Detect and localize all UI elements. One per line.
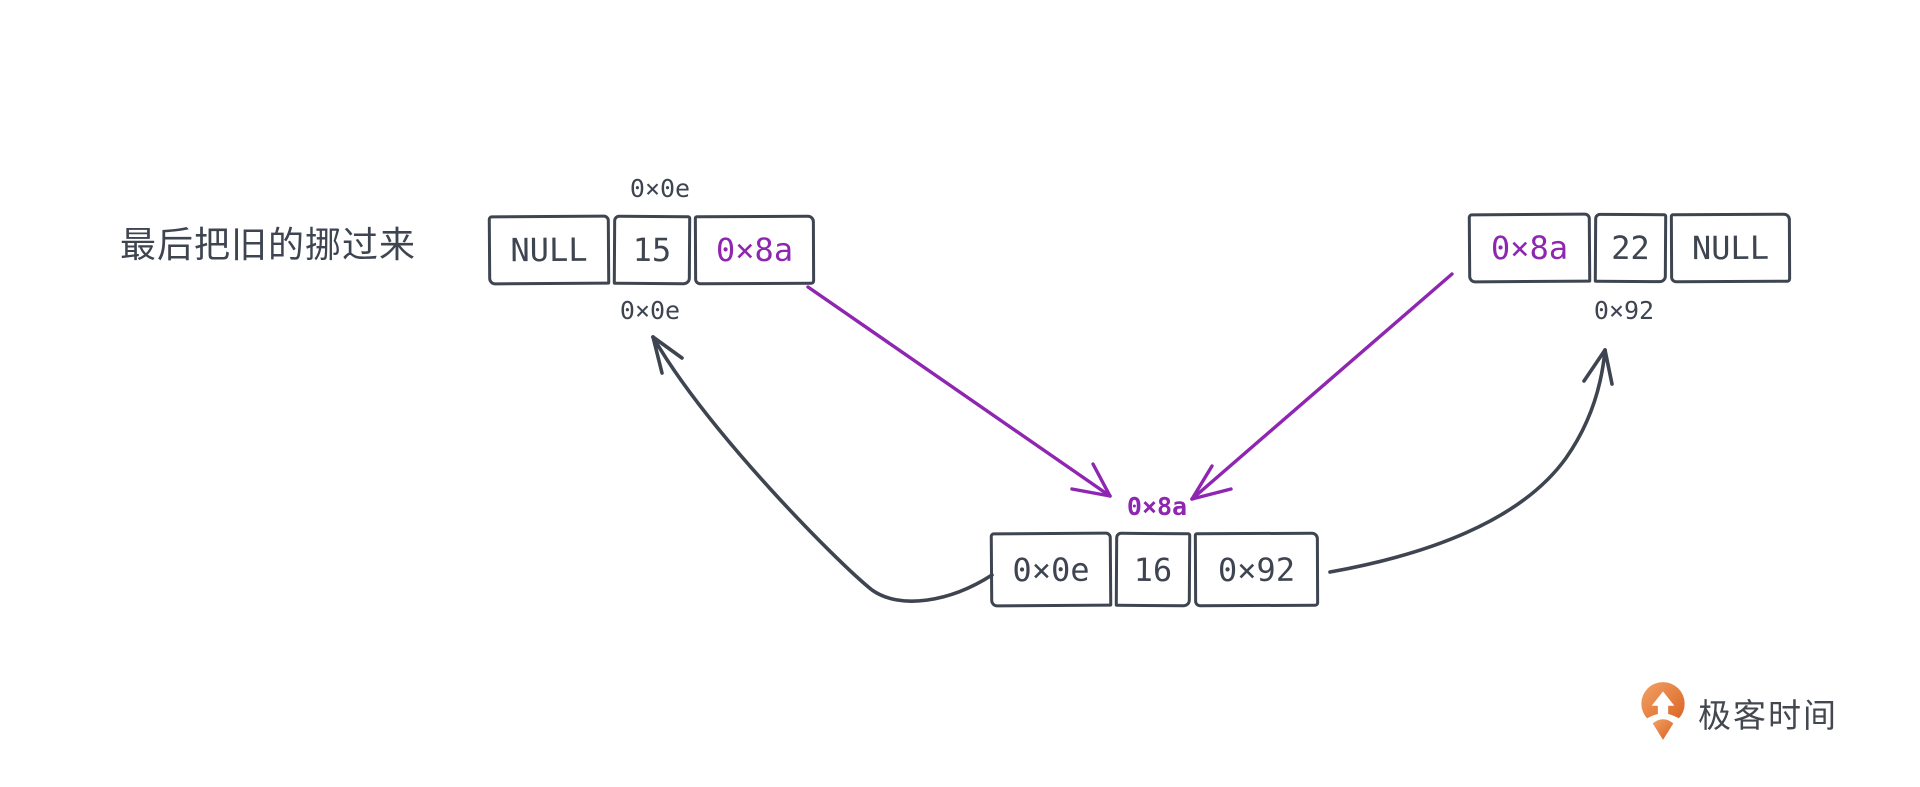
next-pointer-cell: 0×8a: [693, 214, 816, 286]
address-label-right-below: 0×92: [1593, 296, 1655, 325]
node-new-middle: 0×0e 16 0×92: [989, 531, 1320, 608]
next-pointer-cell: NULL: [1669, 212, 1792, 284]
address-label-left-above: 0×0e: [629, 174, 691, 203]
prev-pointer-cell: 0×0e: [989, 531, 1113, 608]
geektime-logo-icon: [1641, 682, 1685, 740]
value-cell: 15: [612, 214, 692, 286]
brand-logo: 极客时间: [1638, 680, 1838, 746]
node-old-tail: 0×8a 22 NULL: [1467, 212, 1792, 284]
arrow-left-next-to-new-icon: [806, 285, 1112, 498]
prev-pointer-cell: 0×8a: [1467, 212, 1592, 284]
node-old-head: NULL 15 0×8a: [487, 214, 816, 286]
arrow-new-prev-to-left-address-icon: [651, 335, 994, 603]
address-label-left-below: 0×0e: [619, 296, 681, 325]
arrow-new-next-to-right-address-icon: [1328, 348, 1614, 574]
arrow-right-prev-to-new-icon: [1190, 272, 1454, 501]
value-cell: 22: [1593, 212, 1668, 284]
next-pointer-cell: 0×92: [1193, 531, 1320, 608]
brand-name: 极客时间: [1698, 696, 1838, 735]
prev-pointer-cell: NULL: [487, 214, 611, 286]
value-cell: 16: [1114, 531, 1192, 608]
diagram-title: 最后把旧的挪过来: [120, 225, 417, 266]
address-label-center-above: 0×8a: [1126, 492, 1188, 521]
